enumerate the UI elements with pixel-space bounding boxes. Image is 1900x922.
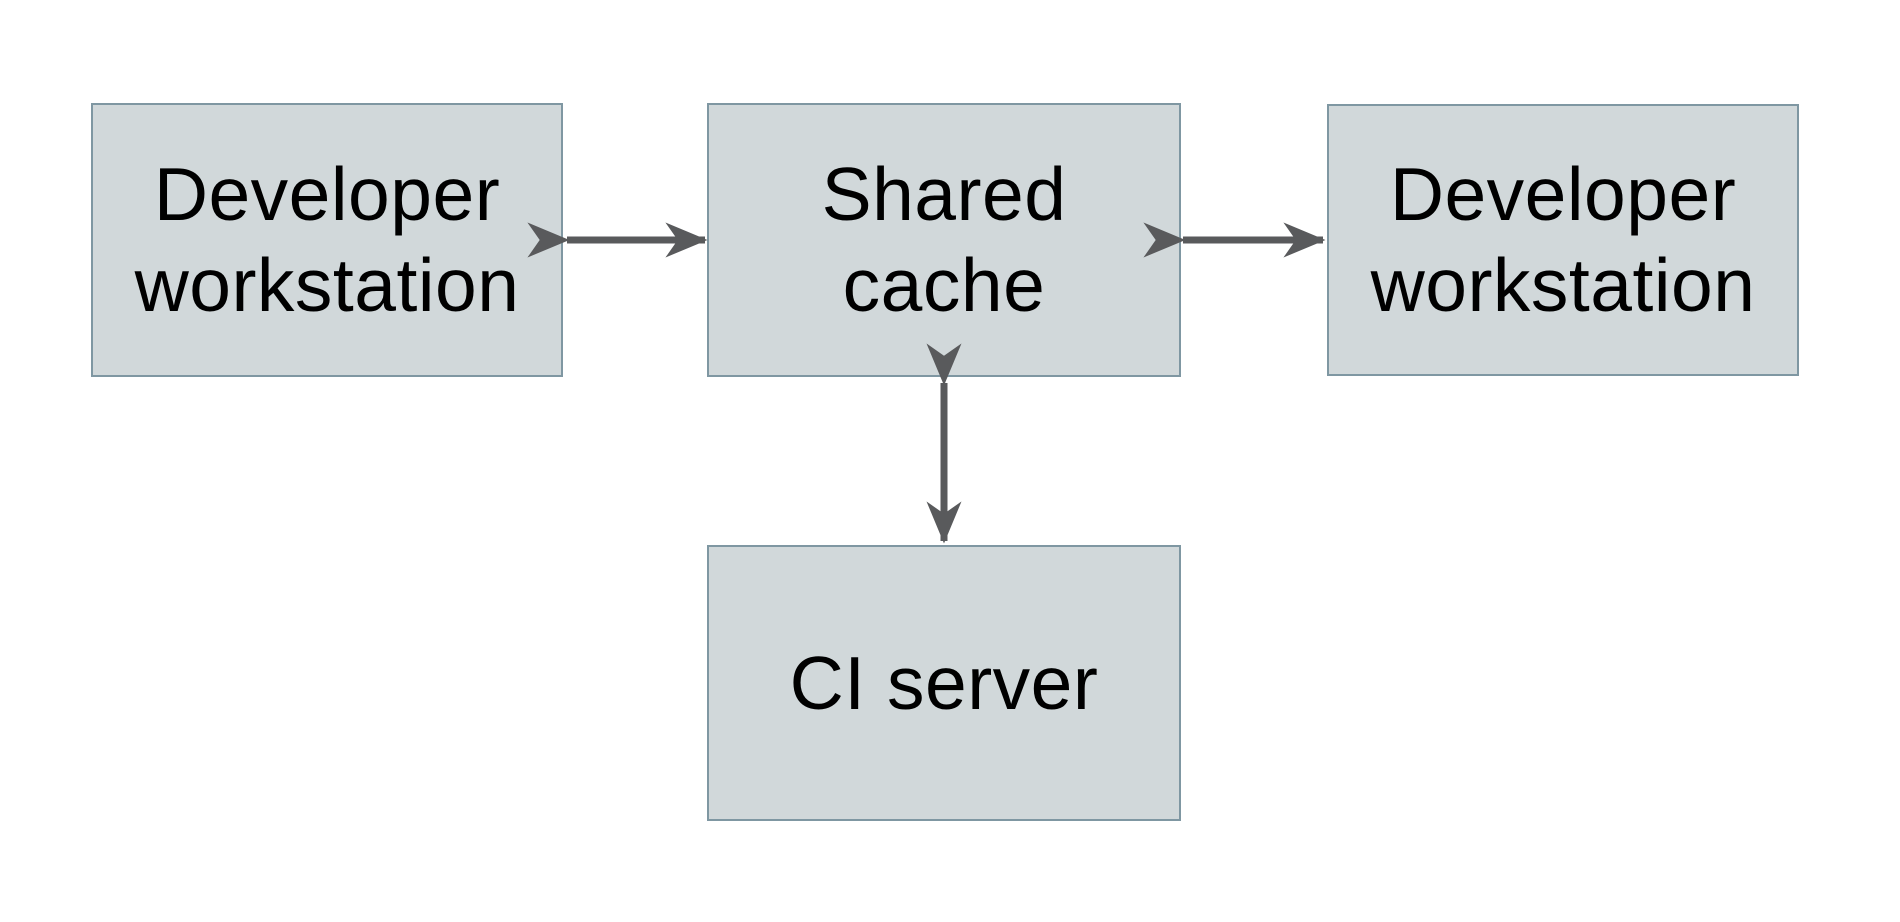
node-label: Shared cache	[821, 152, 1067, 327]
node-shared-cache: Shared cache	[707, 103, 1181, 377]
node-developer-workstation-left: Developer workstation	[91, 103, 563, 377]
node-label: Developer workstation	[134, 152, 520, 327]
node-ci-server: CI server	[707, 545, 1181, 821]
node-label: Developer workstation	[1370, 152, 1756, 327]
node-developer-workstation-right: Developer workstation	[1327, 104, 1799, 376]
node-label: CI server	[789, 640, 1099, 725]
